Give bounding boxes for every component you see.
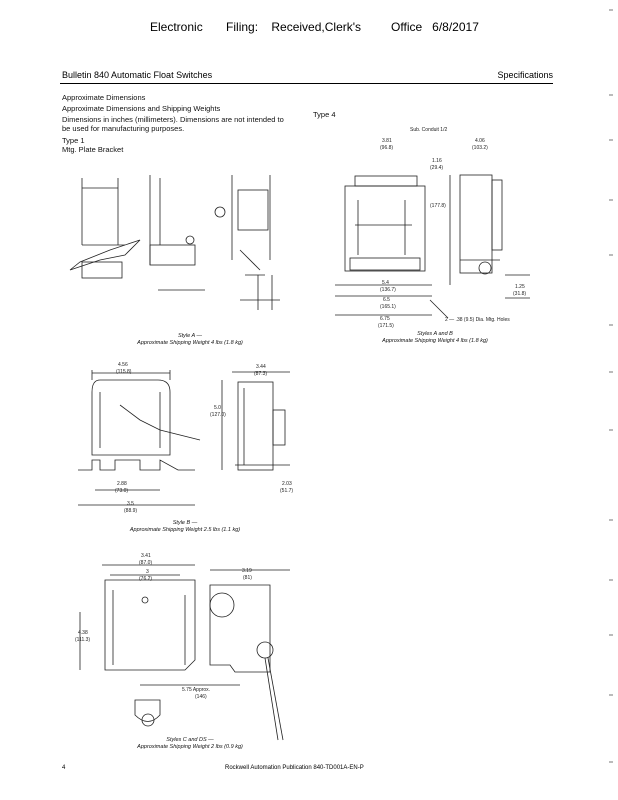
- dim-label: 2.03: [282, 481, 292, 487]
- bracket-label: Mtg. Plate Bracket: [62, 145, 124, 154]
- dim-label: (177.8): [430, 203, 446, 209]
- publication-number: Rockwell Automation Publication 840-TD00…: [225, 765, 364, 771]
- caption-style-b-weight: Approximate Shipping Weight 2.5 lbs (1.1…: [129, 527, 241, 533]
- caption-style-c-weight: Approximate Shipping Weight 2 lbs (0.9 k…: [137, 744, 243, 750]
- dim-label: (29.4): [430, 165, 444, 171]
- dim-label: (171.5): [378, 323, 394, 329]
- filing-stamp: Electronic Filing: Received,Clerk's Offi…: [150, 20, 479, 34]
- dim-label: (103.2): [472, 145, 488, 151]
- dim-label: (73.0): [115, 488, 129, 494]
- caption-style-a-weight: Approximate Shipping Weight 4 lbs (1.8 k…: [137, 340, 243, 346]
- dim-label: 2.88: [117, 481, 127, 487]
- caption-style-ab-weight: Approximate Shipping Weight 4 lbs (1.8 k…: [382, 338, 488, 344]
- caption-style-b: Style B —: [172, 520, 198, 526]
- caption-style-a: Style A —: [177, 333, 203, 339]
- dim-label: (31.8): [513, 291, 527, 297]
- caption-style-ab: Styles A and B: [417, 331, 453, 337]
- dim-label: 3.44: [256, 364, 266, 370]
- section-label: Specifications: [497, 70, 553, 80]
- intro-heading: Approximate Dimensions: [62, 93, 146, 102]
- dim-label: (111.3): [75, 637, 91, 643]
- dim-label: (146): [195, 694, 207, 700]
- dim-label: 5.0: [214, 405, 221, 411]
- dim-label: (81): [243, 575, 252, 581]
- dim-label: 4.38: [78, 630, 88, 636]
- dim-label: (165.1): [380, 304, 396, 310]
- dim-label: (87.0): [139, 560, 153, 566]
- dim-label: (127.0): [210, 412, 226, 418]
- dim-label: (76.2): [139, 576, 153, 582]
- page-number: 4: [62, 765, 66, 771]
- dim-label: 1.16: [432, 158, 442, 164]
- dim-label: (51.7): [280, 488, 294, 494]
- dim-label: (96.8): [380, 145, 394, 151]
- dim-label: 3.19: [242, 568, 252, 574]
- dim-label: 4.56: [118, 362, 128, 368]
- header-rule: [60, 83, 553, 84]
- type1-label: Type 1: [62, 136, 85, 145]
- conduit-label: Sub. Conduit 1/2: [410, 127, 448, 133]
- scan-edge-marks: [609, 9, 613, 763]
- dim-label: 3: [146, 569, 149, 575]
- dim-label: (115.8): [116, 369, 132, 375]
- intro-subheading: Approximate Dimensions and Shipping Weig…: [62, 104, 221, 113]
- holes-label: 2 — .38 (9.5) Dia. Mtg. Holes: [445, 317, 510, 323]
- dim-label: 6.5: [383, 297, 390, 303]
- dim-label: 4.06: [475, 138, 485, 144]
- dim-label: 3.81: [382, 138, 392, 144]
- dim-label: 5.4: [382, 280, 389, 286]
- intro-note-2: be used for manufacturing purposes.: [62, 124, 185, 133]
- caption-style-c: Styles C and DS —: [166, 737, 214, 743]
- dim-label: (88.9): [124, 508, 138, 514]
- dim-label: 3.5: [127, 501, 134, 507]
- document-title: Bulletin 840 Automatic Float Switches: [62, 70, 213, 80]
- dim-label: 6.75: [380, 316, 390, 322]
- type4-label: Type 4: [313, 110, 336, 119]
- dim-label: 1.25: [515, 284, 525, 290]
- dim-label: (87.3): [254, 371, 268, 377]
- dim-label: 5.75 Approx.: [182, 687, 211, 693]
- dim-label: 3.41: [141, 553, 151, 559]
- dim-label: (136.7): [380, 287, 396, 293]
- intro-note-1: Dimensions in inches (millimeters). Dime…: [62, 115, 284, 124]
